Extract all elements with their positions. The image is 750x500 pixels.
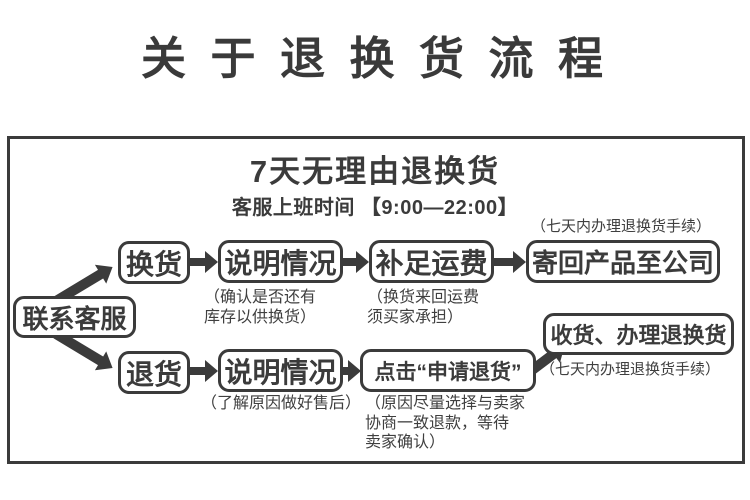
arrow-shipping-to-sendback-icon (494, 251, 526, 273)
node-explain-exchange: 说明情况 (218, 240, 343, 283)
panel-subheading: 客服上班时间 【9:00—22:00】 (231, 197, 519, 219)
arrow-exchange-to-explain-icon (190, 251, 218, 273)
node-return: 退货 (118, 351, 190, 394)
arrow-explain-to-apply-icon (342, 360, 361, 382)
arrow-contact-to-return-icon (53, 329, 113, 371)
note-aftersale-reason: （了解原因做好售后） (201, 395, 362, 412)
note-stock-check: （确认是否还有 库存以供换货） (204, 289, 317, 326)
page-title: 关 于 退 换 货 流 程 (140, 33, 609, 84)
panel-heading: 7天无理由退换货 (249, 154, 501, 189)
arrow-return-to-explain-icon (190, 360, 218, 382)
node-click-apply-return: 点击“申请退货” (360, 349, 536, 392)
node-explain-return: 说明情况 (218, 349, 343, 392)
node-pay-shipping: 补足运费 (369, 240, 494, 283)
node-send-back: 寄回产品至公司 (526, 240, 720, 283)
note-seven-days-bottom: （七天内办理退换货手续） (540, 361, 721, 378)
note-buyer-pays-freight: （换货来回运费 须买家承担） (367, 289, 480, 326)
note-refund-negotiation: （原因尽量选择与卖家 协商一致退款，等待 卖家确认） (365, 395, 526, 452)
arrow-explain-to-shipping-icon (343, 251, 369, 273)
note-seven-days-top: （七天内办理退换货手续） (531, 218, 712, 235)
arrow-contact-to-exchange-icon (53, 264, 113, 306)
node-contact-service: 联系客服 (13, 296, 136, 338)
node-receive-process: 收货、办理退换货 (543, 313, 734, 355)
node-exchange: 换货 (118, 241, 190, 284)
